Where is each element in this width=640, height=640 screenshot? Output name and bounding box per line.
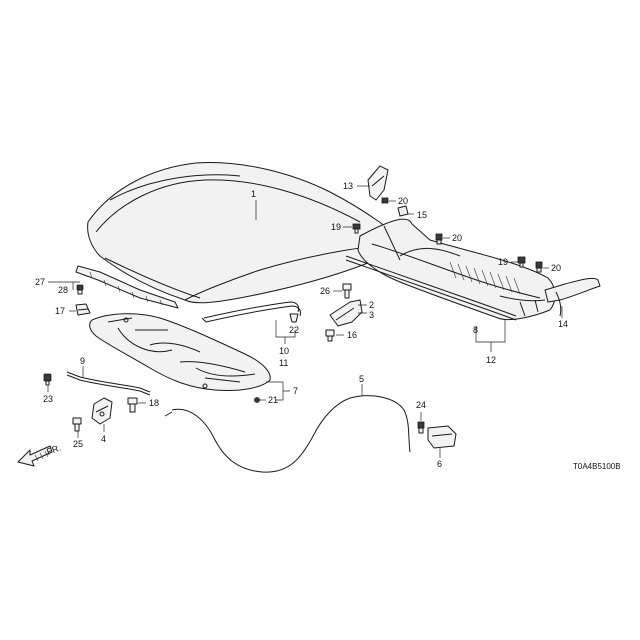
- release-handle-6[interactable]: [427, 425, 457, 449]
- callout-14: 14: [558, 319, 568, 329]
- clip-21[interactable]: [254, 397, 260, 403]
- clip-19b[interactable]: [517, 256, 526, 268]
- callout-9: 9: [80, 356, 85, 366]
- hood-seal-10-11[interactable]: [201, 301, 301, 323]
- leader-10-11: [275, 320, 296, 338]
- callout-15: 15: [417, 210, 427, 220]
- callout-28: 28: [58, 285, 68, 295]
- callout-27: 27: [35, 277, 45, 287]
- callout-20-right: 20: [551, 263, 561, 273]
- grommet-15[interactable]: [397, 205, 409, 217]
- callout-19-right: 19: [498, 257, 508, 267]
- clip-20b[interactable]: [435, 233, 443, 245]
- callout-26: 26: [320, 286, 330, 296]
- callout-12: 12: [486, 355, 496, 365]
- callout-10: 10: [279, 346, 289, 356]
- hood-insulator[interactable]: [89, 313, 271, 391]
- weatherstrip-8[interactable]: [345, 255, 517, 321]
- callout-3: 3: [369, 310, 374, 320]
- callout-20-middle: 20: [452, 233, 462, 243]
- cowl-bracket-13[interactable]: [367, 165, 389, 201]
- callout-22: 22: [289, 325, 299, 335]
- callout-11: 11: [279, 358, 288, 368]
- bolt-18[interactable]: [127, 397, 138, 413]
- leader-7: [266, 381, 290, 401]
- callout-8: 8: [473, 325, 478, 335]
- cowl-top-12[interactable]: [357, 218, 556, 321]
- bolt-16[interactable]: [325, 329, 335, 342]
- front-direction-arrow: [17, 445, 53, 467]
- callout-24: 24: [416, 400, 426, 410]
- direction-label: FR.: [45, 443, 62, 457]
- hood-front-seal-strip[interactable]: [75, 265, 179, 309]
- callout-25: 25: [73, 439, 83, 449]
- callout-4: 4: [101, 434, 106, 444]
- cowl-end-bracket-14[interactable]: [544, 277, 601, 317]
- callout-5: 5: [359, 374, 364, 384]
- callout-23: 23: [43, 394, 53, 404]
- callout-7: 7: [293, 386, 298, 396]
- clip-24[interactable]: [417, 421, 425, 434]
- clip-19a[interactable]: [352, 223, 361, 234]
- callout-19-left: 19: [331, 222, 341, 232]
- callout-18: 18: [149, 398, 159, 408]
- hood-support-rod-9[interactable]: [66, 371, 151, 396]
- callout-6: 6: [437, 459, 442, 469]
- bolt-26[interactable]: [342, 283, 352, 299]
- clip-20a[interactable]: [381, 197, 389, 204]
- hood-latch-4[interactable]: [91, 397, 113, 425]
- callout-16: 16: [347, 330, 357, 340]
- bolt-25[interactable]: [72, 417, 82, 432]
- clip-20c[interactable]: [535, 261, 543, 273]
- hood-bumper-17[interactable]: [75, 303, 91, 316]
- leader-2-3: [358, 304, 367, 314]
- callout-1: 1: [251, 189, 256, 199]
- diagram-code: T0A4B5100B: [573, 462, 621, 471]
- hinge-bracket-2-3[interactable]: [329, 299, 363, 327]
- callout-21: 21: [268, 395, 278, 405]
- clip-22[interactable]: [289, 313, 299, 323]
- hood-release-cable-5[interactable]: [164, 395, 411, 473]
- rod-holder-23[interactable]: [43, 373, 52, 386]
- leader-12: [475, 320, 506, 352]
- callout-17: 17: [55, 306, 65, 316]
- callout-13: 13: [343, 181, 353, 191]
- callout-2: 2: [369, 300, 374, 310]
- clip-28[interactable]: [76, 284, 84, 295]
- callout-20-upper: 20: [398, 196, 408, 206]
